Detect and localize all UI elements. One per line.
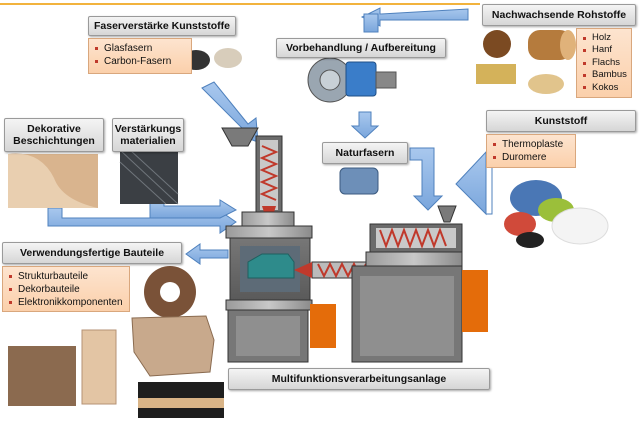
injection-machine: [221, 127, 336, 363]
pretreatment-machine-image: [307, 57, 397, 103]
hopper-main: [221, 127, 259, 147]
list-item: Bambus: [583, 69, 627, 81]
verstaerkung-label: Verstärkungs materialien: [112, 118, 184, 152]
list-item: Kokos: [583, 82, 627, 94]
list-item: Elektronikkomponenten: [9, 296, 125, 309]
wood-panel-image: [8, 346, 76, 406]
list-item: Dekorbauteile: [9, 283, 125, 296]
feed-arrow: [294, 262, 312, 278]
vorbehandlung-label: Vorbehandlung / Aufbereitung: [276, 38, 446, 58]
arrow-machine-to-bauteile: [185, 243, 229, 265]
list-item: Strukturbauteile: [9, 270, 125, 283]
hopper-extruder: [437, 205, 457, 223]
faser-list: Glasfasern Carbon-Fasern: [88, 38, 192, 74]
list-item: Hanf: [583, 44, 627, 56]
door-strips-image: [81, 329, 117, 405]
faser-label: Faserverstärke Kunststoffe: [88, 16, 236, 36]
list-item: Thermoplaste: [493, 138, 571, 151]
plastic-granulate-image: [504, 180, 609, 248]
orange-panel-left: [310, 304, 336, 348]
verwendung-label: Verwendungsfertige Bauteile: [2, 242, 182, 264]
mold-cavity: [247, 253, 295, 279]
bauteile-list: Strukturbauteile Dekorbauteile Elektroni…: [2, 266, 130, 312]
orange-panel-right: [462, 270, 488, 332]
naturfasern-image: [339, 167, 379, 195]
flow-arrows: [47, 7, 487, 265]
naturfasern-label: Naturfasern: [322, 142, 408, 164]
anlage-label: Multifunktionsverarbeitungsanlage: [228, 368, 490, 390]
list-item: Duromere: [493, 151, 571, 164]
list-item: Holz: [583, 32, 627, 44]
arrow-dekorative-to-machine: [47, 207, 237, 234]
arrow-vorbehandlung-to-naturfasern: [350, 111, 380, 139]
extruder-unit: [294, 205, 488, 363]
list-item: Glasfasern: [95, 42, 187, 55]
kunststoff-list: Thermoplaste Duromere: [486, 134, 576, 168]
kunststoff-label: Kunststoff: [486, 110, 636, 132]
reinforcement-mat-image: [119, 149, 179, 205]
list-item: Flachs: [583, 57, 627, 69]
rohstoffe-list: Holz Hanf Flachs Bambus Kokos: [576, 28, 632, 98]
decorative-coating-image: [8, 153, 98, 208]
wheel-part-image: [144, 266, 196, 318]
dekorative-label: Dekorative Beschichtungen: [4, 118, 104, 152]
arrow-naturfasern-to-extruder: [409, 147, 444, 211]
door-panel-image: [131, 315, 215, 377]
arrow-kunststoff-to-extruder: [455, 150, 487, 216]
renewable-materials-image: [476, 30, 576, 94]
list-item: Carbon-Fasern: [95, 55, 187, 68]
arrow-rohstoffe-down: [363, 13, 379, 33]
nachwachsend-label: Nachwachsende Rohstoffe: [482, 4, 636, 26]
